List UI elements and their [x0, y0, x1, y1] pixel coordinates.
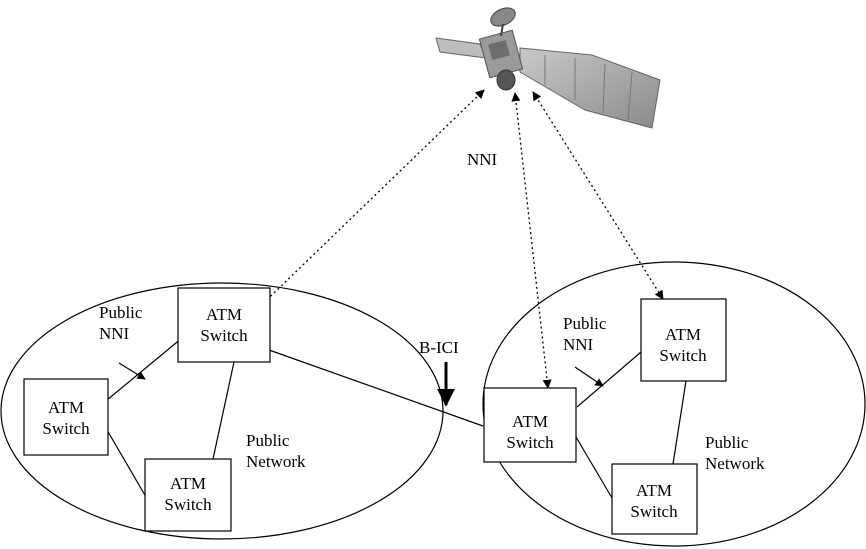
atm-switch-right-bottom: ATM Switch [611, 463, 698, 535]
right-public-nni-arrow [574, 366, 604, 387]
right-public-network-label-line2: Network [705, 454, 765, 473]
right-public-nni-label-line1: Public [563, 314, 607, 333]
switch-label-line2: Switch [659, 346, 707, 365]
satellite-links [247, 89, 664, 389]
switch-label-line1: ATM [512, 412, 548, 431]
left-public-network-oval [0, 282, 444, 540]
right-public-nni-label-line2: NNI [563, 335, 594, 354]
switch-label-line2: Switch [42, 419, 90, 438]
atm-switch-left-mid: ATM Switch [23, 378, 109, 456]
satellite-icon [435, 7, 661, 129]
switch-label-line1: ATM [48, 398, 84, 417]
switch-links [106, 337, 687, 499]
switch-label-line1: ATM [636, 481, 672, 500]
switch-label-line1: ATM [665, 325, 701, 344]
switch-label-line2: Switch [200, 326, 248, 345]
left-public-nni-label-line1: Public [99, 303, 143, 322]
switch-label-line1: ATM [170, 474, 206, 493]
switch-label-line2: Switch [506, 433, 554, 452]
left-public-network-label-line1: Public [246, 431, 290, 450]
atm-switch-left-top: ATM Switch [177, 287, 271, 363]
atm-switch-right-top: ATM Switch [640, 298, 727, 382]
nni-label: NNI [467, 150, 498, 169]
atm-switch-left-bottom: ATM Switch [144, 458, 232, 532]
left-public-nni-arrow [118, 362, 146, 380]
switch-label-line2: Switch [630, 502, 678, 521]
bici-label: B-ICI [419, 338, 459, 357]
switch-label-line1: ATM [206, 305, 242, 324]
right-public-network-oval [482, 261, 866, 547]
left-public-nni-label-line2: NNI [99, 324, 130, 343]
switch-label-line2: Switch [164, 495, 212, 514]
right-public-network-label-line1: Public [705, 433, 749, 452]
left-public-network-label-line2: Network [246, 452, 306, 471]
atm-switch-right-mid: ATM Switch [483, 387, 577, 463]
